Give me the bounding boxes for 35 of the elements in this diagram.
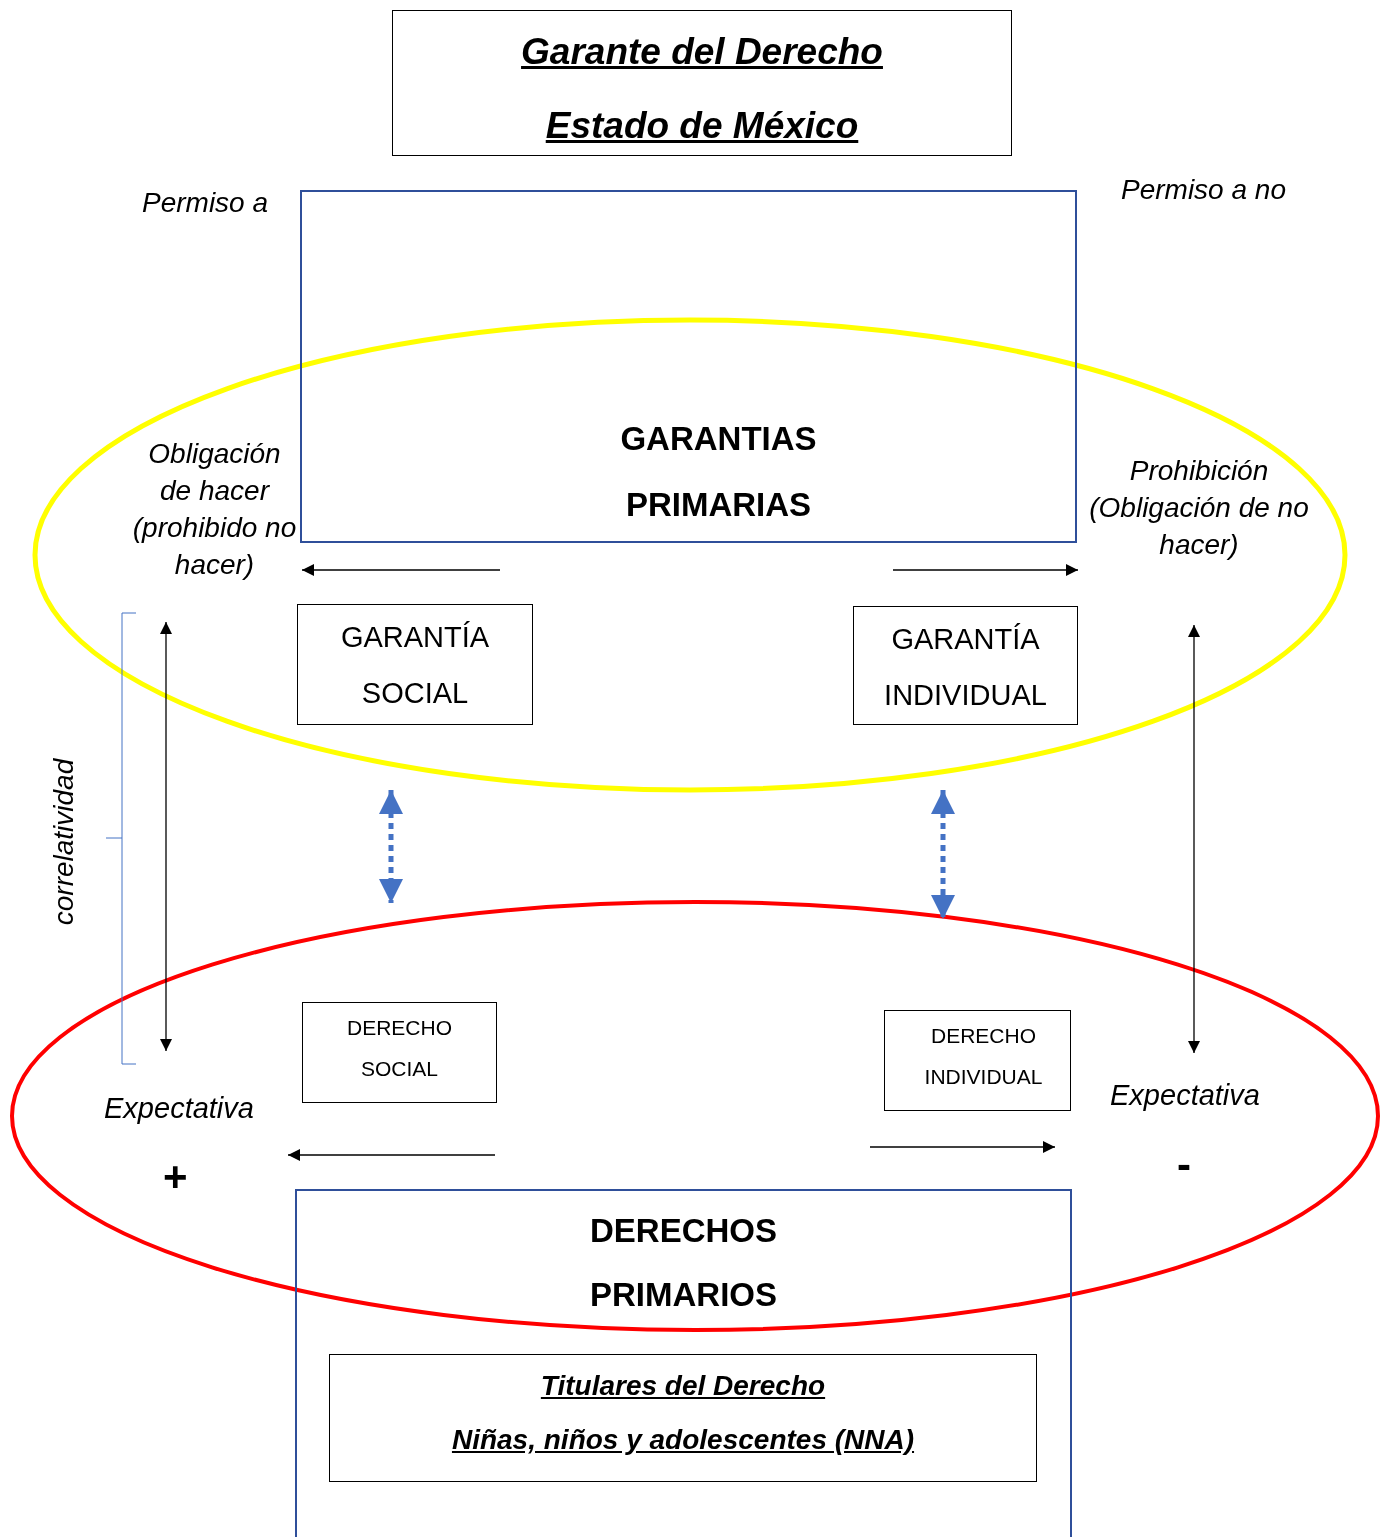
annotation-text: Permiso a no [1121, 173, 1286, 207]
arrow [160, 621, 172, 1052]
arrow [287, 1149, 496, 1161]
text-box [329, 1354, 1037, 1482]
text-box [884, 1010, 1071, 1111]
arrow [301, 564, 501, 576]
arrow [931, 790, 955, 919]
title-text: Garante del Derecho [520, 30, 884, 74]
text-box [302, 1002, 497, 1103]
text-box [300, 190, 1077, 543]
title-text: Estado de México [544, 104, 860, 148]
arrow [869, 1141, 1056, 1153]
sign-symbol: - [1177, 1140, 1191, 1190]
box-heading: GARANTIAS PRIMARIAS [619, 419, 818, 525]
arrow [892, 564, 1079, 576]
arrow [1188, 624, 1200, 1054]
box-label: DERECHO INDIVIDUAL [923, 1023, 1044, 1090]
text-box [297, 604, 533, 725]
arrow [379, 790, 403, 903]
box-label: GARANTÍA SOCIAL [339, 620, 491, 711]
box-heading: DERECHOS PRIMARIOS [589, 1211, 778, 1315]
note-text: Expectativa [1109, 1078, 1261, 1113]
text-box [853, 606, 1078, 725]
annotation-text: correlatividad [47, 758, 81, 926]
annotation-text: Permiso a [142, 186, 269, 220]
text-box [295, 1189, 1072, 1537]
sign-symbol: + [163, 1152, 188, 1202]
box-heading: Titulares del Derecho [539, 1369, 827, 1403]
box-label: GARANTÍA INDIVIDUAL [883, 622, 1048, 713]
box-label: DERECHO SOCIAL [346, 1015, 453, 1082]
text-box [392, 10, 1012, 156]
note-text: Expectativa [103, 1091, 255, 1126]
note-text: Prohibición (Obligación de no hacer) [1088, 454, 1310, 562]
box-heading: Niñas, niños y adolescentes (NNA) [450, 1423, 916, 1457]
note-text: Obligación de hacer (prohibido no hacer) [132, 437, 297, 582]
